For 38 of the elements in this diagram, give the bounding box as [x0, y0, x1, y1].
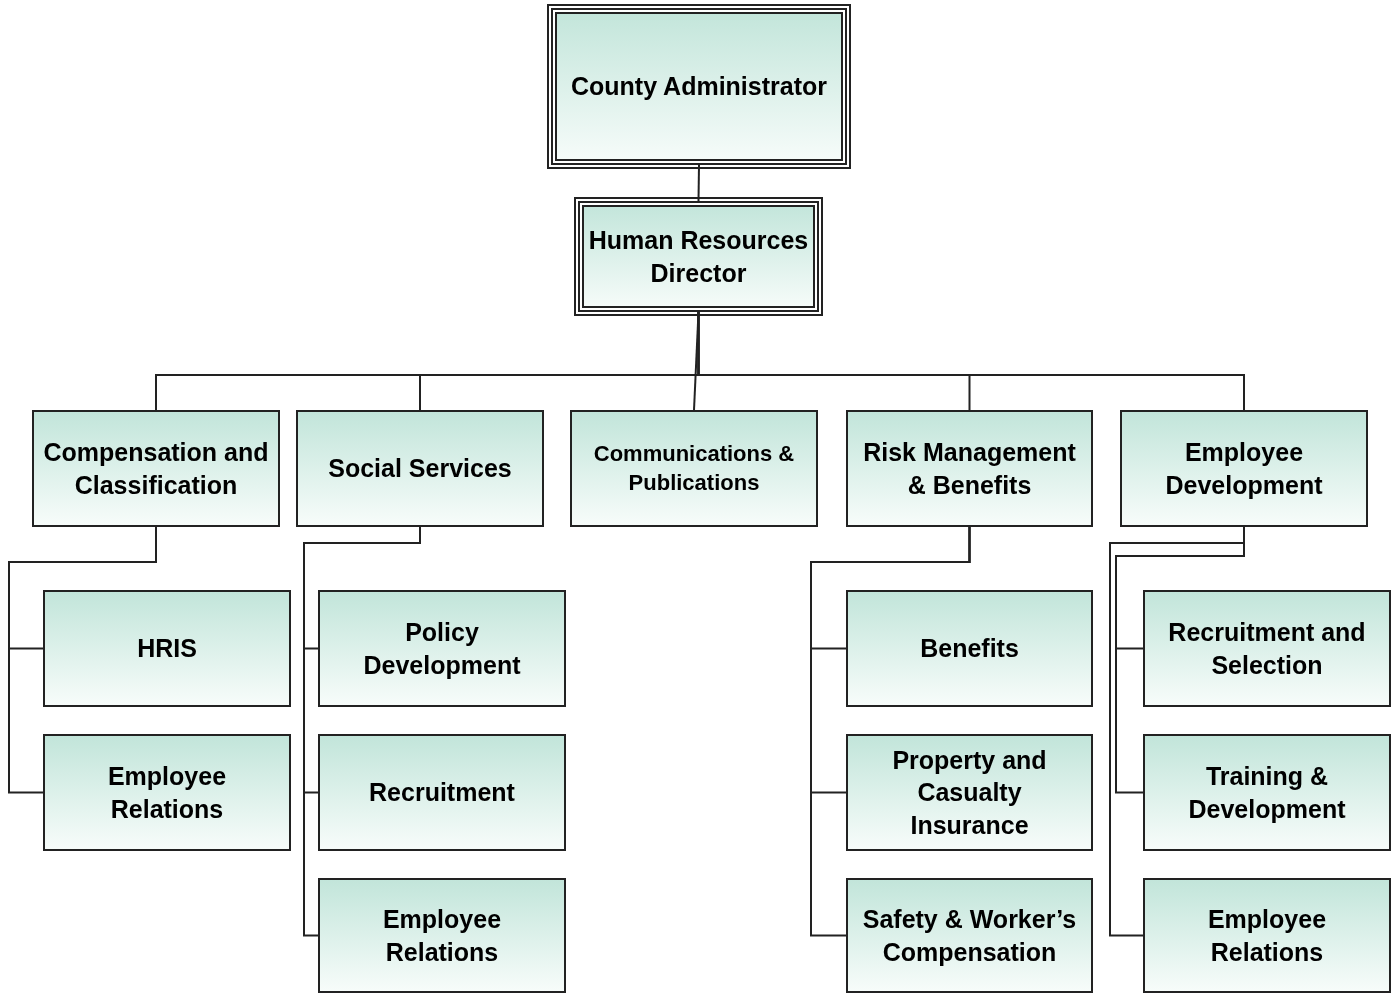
unit-title: Employee Relations — [1206, 904, 1328, 968]
org-unit-box — [296, 410, 544, 527]
org-unit-box — [1143, 734, 1391, 851]
unit-title: Employee Relations — [381, 904, 503, 968]
org-unit-box — [32, 410, 280, 527]
org-unit-box — [1143, 590, 1391, 707]
unit-title: Policy Development — [362, 617, 522, 681]
unit-title: Communications & Publications — [592, 439, 796, 497]
unit-title: Recruitment and Selection — [1167, 617, 1367, 681]
org-unit-box — [570, 410, 818, 527]
org-unit-box — [846, 878, 1093, 993]
unit-title: HRIS — [137, 633, 197, 665]
org-unit-box — [43, 734, 291, 851]
unit-title: Recruitment — [369, 777, 515, 809]
unit-title: Employee Development — [1164, 437, 1324, 501]
unit-title: Risk Management & Benefits — [862, 437, 1077, 501]
org-unit-box — [846, 734, 1093, 851]
org-unit-box — [43, 590, 291, 707]
unit-title: Compensation and Classification — [42, 437, 270, 501]
org-unit-box — [1120, 410, 1368, 527]
org-unit-box — [846, 590, 1093, 707]
unit-title: Safety & Worker’s Compensation — [861, 904, 1078, 968]
org-unit-box — [1143, 878, 1391, 993]
org-unit-box — [846, 410, 1093, 527]
unit-title: Training & Development — [1187, 761, 1347, 825]
unit-title: Property and Casualty Insurance — [891, 744, 1048, 841]
org-unit-box — [318, 878, 566, 993]
unit-title: County Administrator — [571, 71, 827, 103]
org-unit-box — [318, 734, 566, 851]
connector-line — [697, 311, 1245, 411]
unit-title: Social Services — [328, 453, 512, 485]
unit-title: Human Resources Director — [588, 225, 809, 289]
connector-line — [810, 526, 971, 937]
unit-title: Employee Relations — [106, 761, 228, 825]
connector-line — [693, 311, 700, 411]
connector-line — [697, 164, 700, 202]
unit-title: Benefits — [920, 633, 1019, 665]
org-unit-box — [318, 590, 566, 707]
